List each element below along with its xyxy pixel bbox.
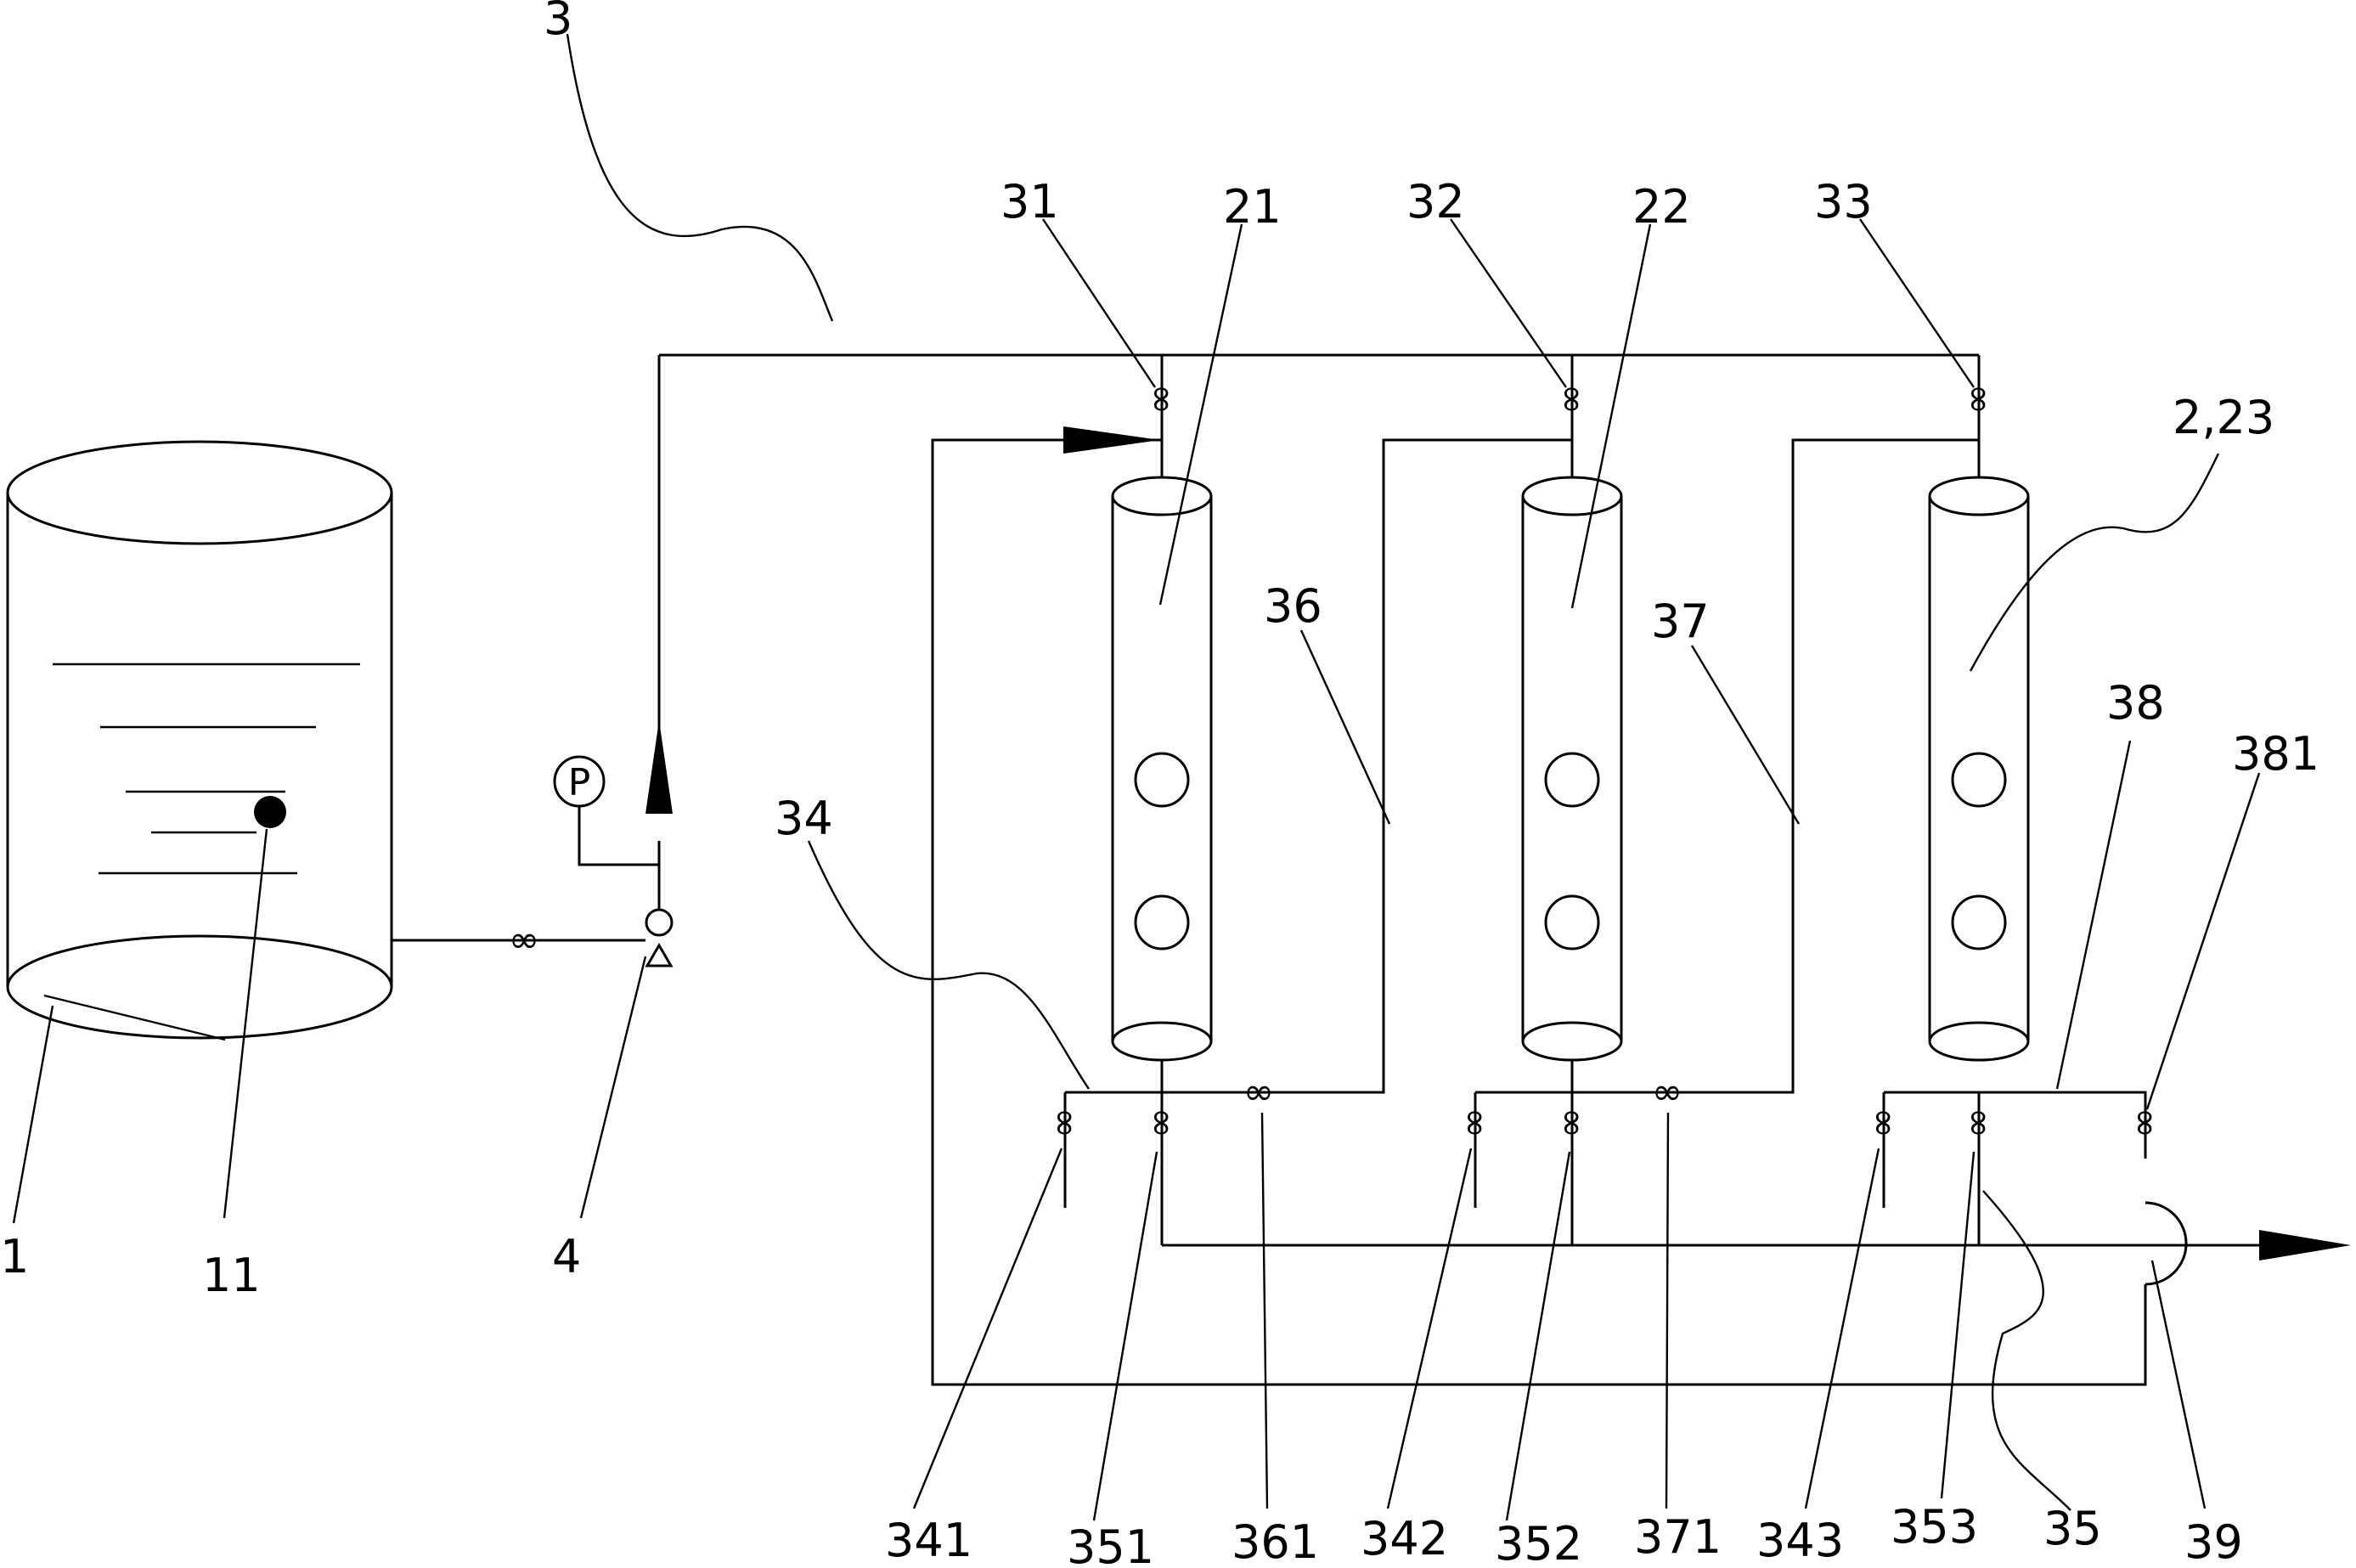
flow-arrow <box>2259 1230 2351 1261</box>
outlet-valve-2: ∞ <box>1551 1108 1594 1139</box>
label-37: 37 <box>1651 595 1710 648</box>
label-341: 341 <box>885 1514 972 1567</box>
drain-valve-3: ∞ <box>1863 1108 1906 1139</box>
label-351: 351 <box>1067 1520 1154 1568</box>
bottom-line-34: ∞ ∞ ∞ <box>1044 1091 1979 1208</box>
valve-symbol: ∞ <box>509 918 540 962</box>
label-381: 381 <box>2232 727 2319 781</box>
inlet-valve-3: ∞ <box>1958 384 2001 415</box>
label-31: 31 <box>1000 175 1059 228</box>
label-33: 33 <box>1814 175 1873 228</box>
column-23 <box>1928 476 2030 1062</box>
label-2-23: 2,23 <box>2173 391 2274 444</box>
line-38: ∞ <box>931 426 2188 1386</box>
storage-tank <box>6 440 393 1040</box>
label-39: 39 <box>2184 1515 2243 1568</box>
pressure-gauge: P <box>553 755 659 866</box>
label-353: 353 <box>1891 1500 1978 1554</box>
outlet-valve-3: ∞ <box>1958 1108 2001 1139</box>
return-valve-381: ∞ <box>2124 1108 2167 1139</box>
tank-outlet-pipe: ∞ <box>392 918 645 962</box>
label-361: 361 <box>1232 1515 1319 1568</box>
label-32: 32 <box>1406 175 1465 228</box>
label-11: 11 <box>202 1249 261 1302</box>
column-21 <box>1111 476 1213 1062</box>
label-371: 371 <box>1634 1510 1722 1564</box>
outlet-valve-1: ∞ <box>1141 1108 1184 1139</box>
label-343: 343 <box>1756 1514 1844 1567</box>
label-342: 342 <box>1361 1512 1448 1565</box>
main-header-pipe: ∞ ∞ ∞ <box>659 353 2001 477</box>
outlet-line-35: ∞ ∞ ∞ <box>1141 1092 2351 1261</box>
label-21: 21 <box>1223 180 1282 234</box>
inlet-valve-1: ∞ <box>1141 384 1184 415</box>
link-valve-2: ∞ <box>1652 1070 1683 1114</box>
inlet-valve-2: ∞ <box>1551 384 1594 415</box>
leader-lines <box>12 33 2261 1521</box>
flow-arrow <box>1063 426 1160 454</box>
label-38: 38 <box>2106 676 2165 730</box>
label-352: 352 <box>1495 1517 1582 1568</box>
label-3: 3 <box>544 0 572 45</box>
svg-text:P: P <box>568 761 591 804</box>
drain-valve-1: ∞ <box>1044 1108 1087 1139</box>
column-22 <box>1521 476 1623 1062</box>
link-pipe-36: ∞ <box>1160 438 1572 1114</box>
pump <box>645 355 674 967</box>
label-35: 35 <box>2043 1502 2102 1555</box>
label-34: 34 <box>775 792 833 845</box>
drain-valve-2: ∞ <box>1454 1108 1497 1139</box>
label-4: 4 <box>552 1230 581 1283</box>
label-36: 36 <box>1264 579 1322 633</box>
label-1: 1 <box>0 1230 29 1283</box>
link-valve-1: ∞ <box>1243 1070 1275 1114</box>
label-22: 22 <box>1632 180 1691 234</box>
link-pipe-37: ∞ <box>1570 438 1979 1114</box>
float-ball <box>254 796 286 828</box>
